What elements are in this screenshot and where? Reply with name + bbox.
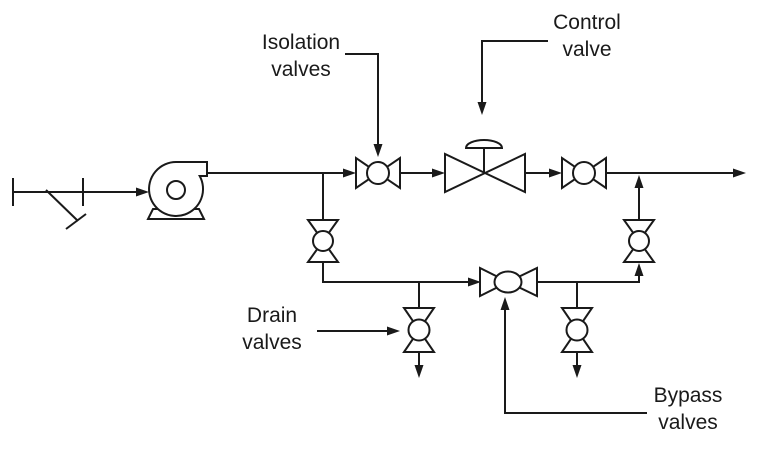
drain-valves-label: Drain valves — [242, 304, 302, 354]
bypass-valves-label: Bypass valves — [653, 384, 723, 434]
drain-valve-1-icon — [402, 307, 436, 353]
control-valve-label: Control valve — [553, 11, 621, 61]
bypass-riser-valve-right-icon — [622, 219, 656, 263]
bypass-valve-icon — [479, 266, 538, 298]
bypass-riser-valve-left-icon — [306, 219, 340, 263]
bypass-line — [322, 173, 640, 283]
drain-valve-2-icon — [560, 307, 594, 353]
isolation-valve-1-icon — [355, 156, 401, 190]
isolation-valves-label: Isolation valves — [261, 31, 341, 81]
centrifugal-pump-icon — [146, 161, 208, 220]
bypass-leader-line — [500, 297, 647, 414]
isolation-leader-line — [345, 53, 383, 157]
control-valve-icon — [444, 139, 526, 194]
strainer-icon — [45, 189, 87, 230]
drain-leader-line — [317, 326, 400, 336]
flow-arrow-icons — [136, 168, 746, 378]
inlet-line — [12, 178, 137, 206]
isolation-valve-2-icon — [561, 156, 607, 190]
control-leader-line — [477, 40, 548, 115]
